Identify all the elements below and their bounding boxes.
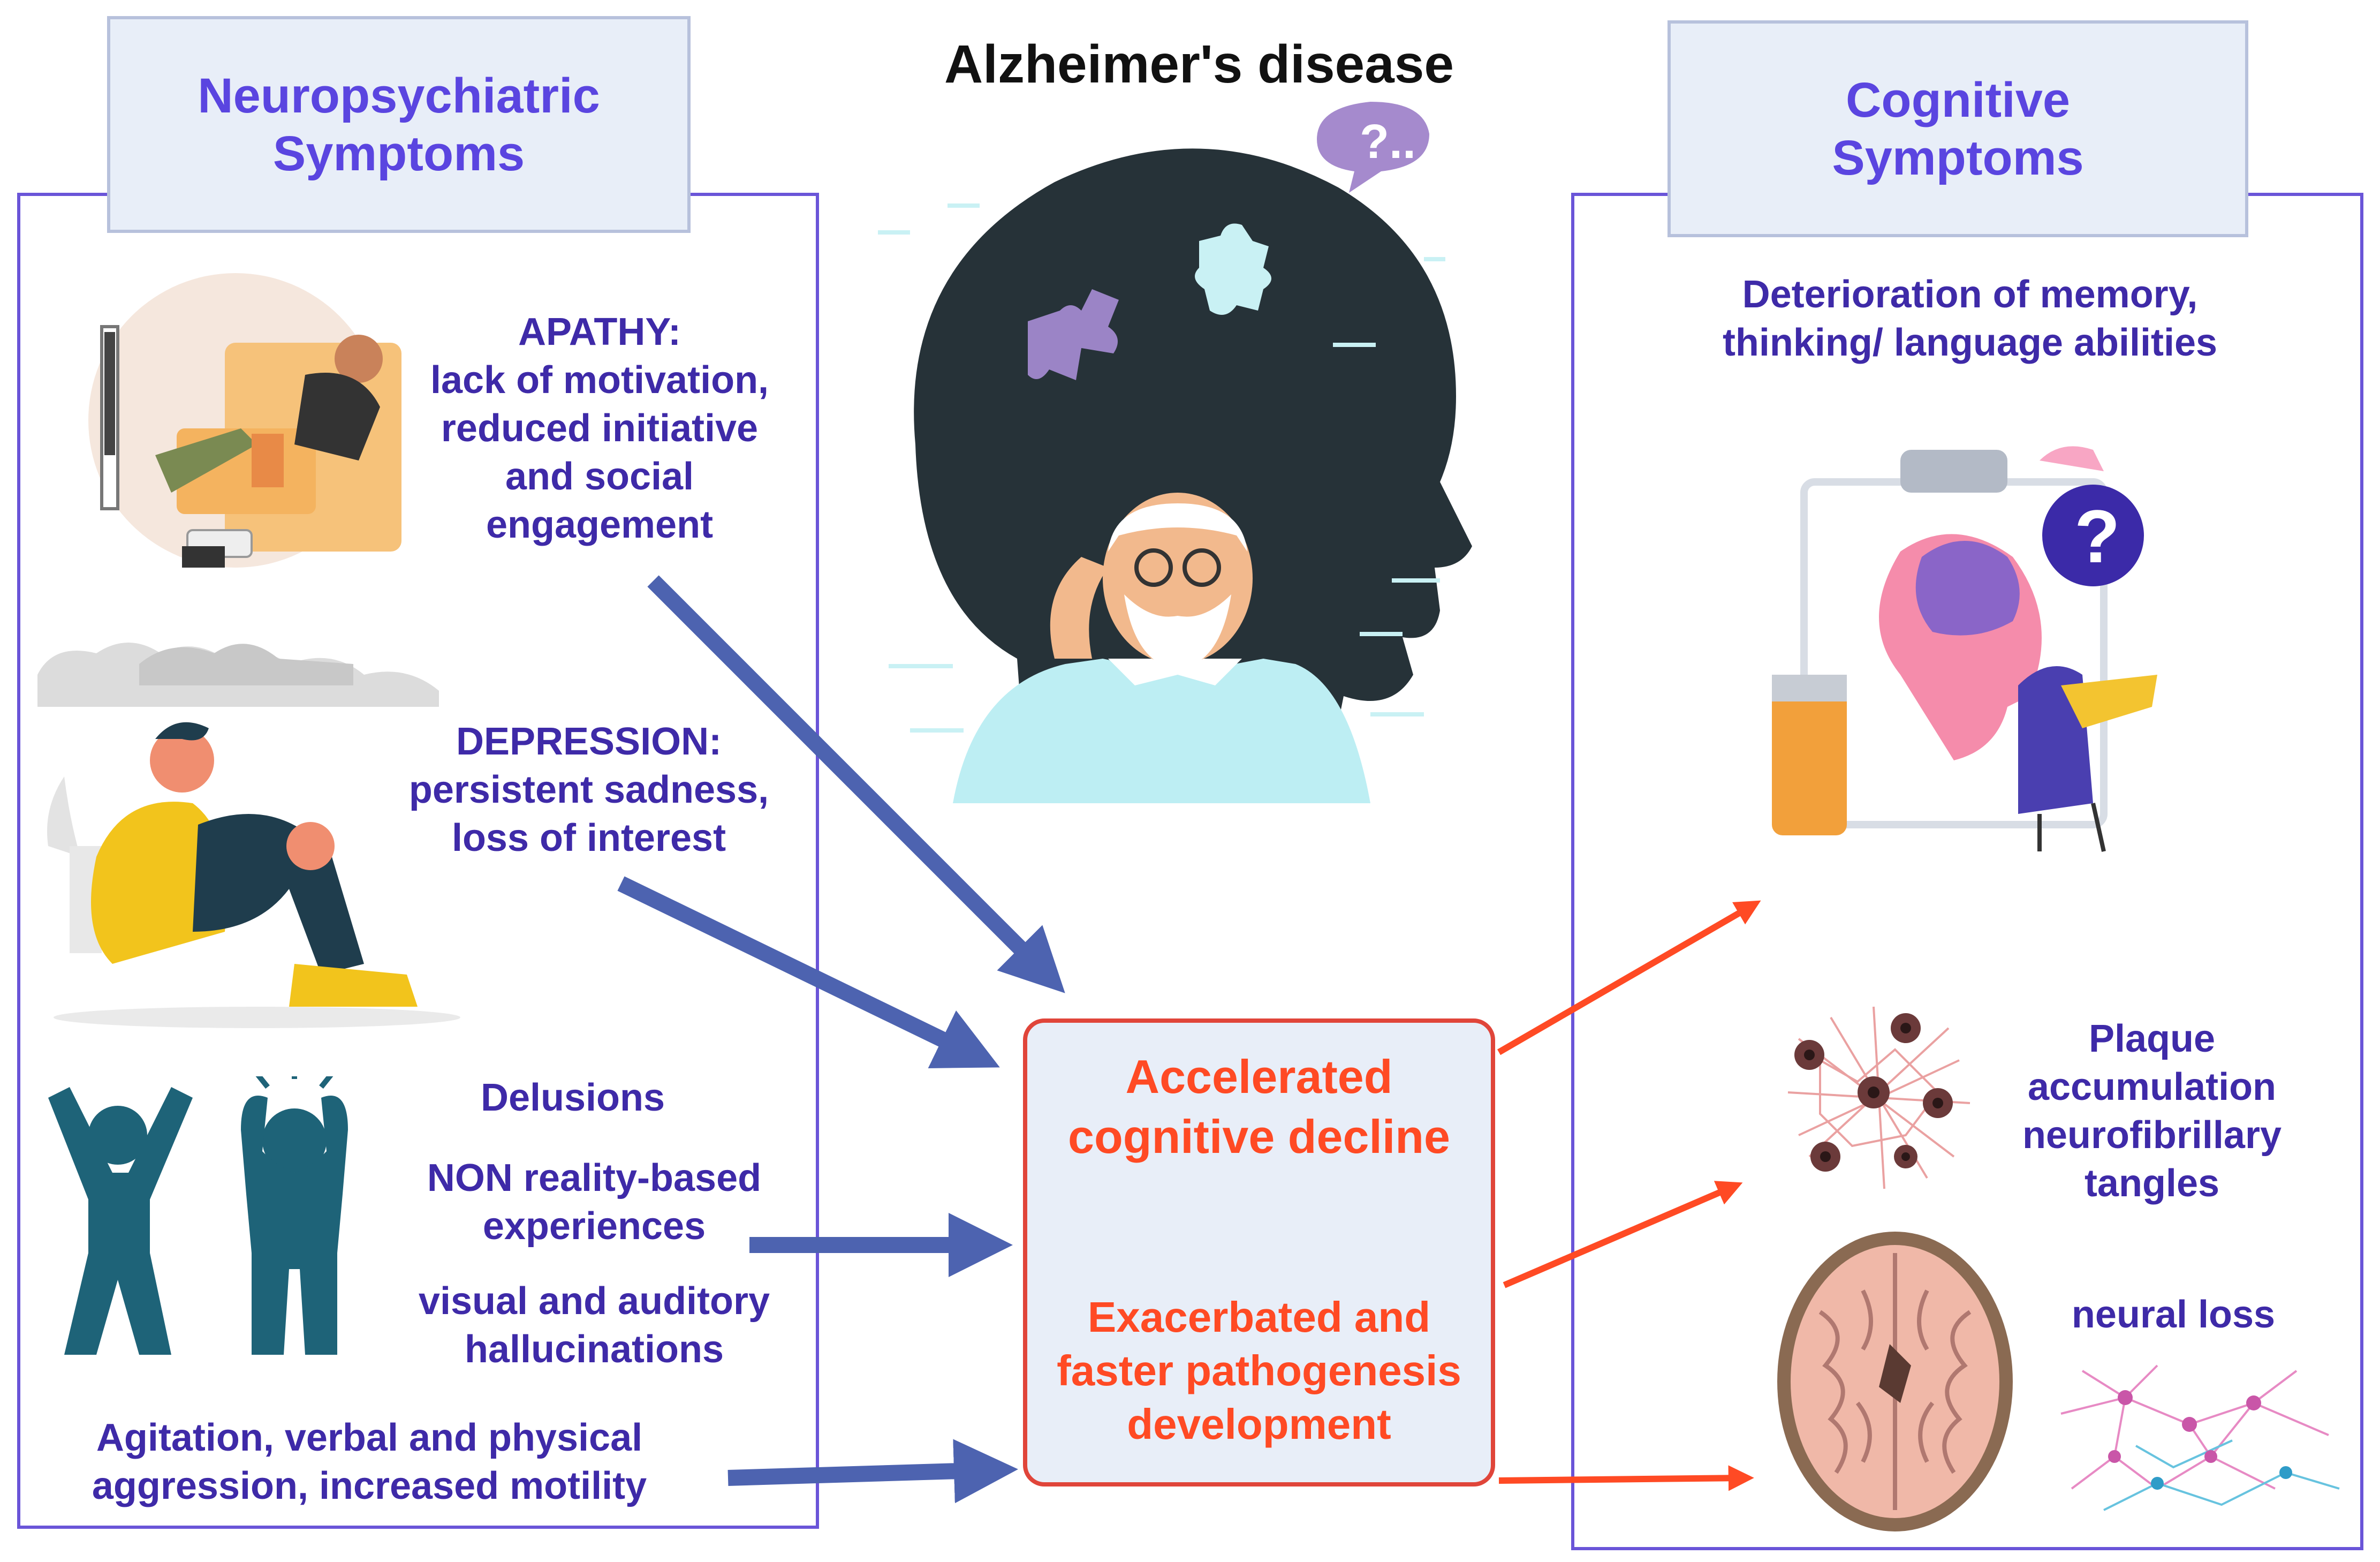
agitation-text: Agitation, verbal and physical aggressio… (54, 1414, 685, 1510)
cognitive-decline-box (1023, 1018, 1495, 1486)
alzheimers-head-illustration: ?.. (878, 102, 1472, 803)
apathy-line-2: reduced initiative (441, 407, 759, 450)
plaque-line-2: accumulation (2027, 1066, 2277, 1108)
depression-line-2: loss of interest (451, 817, 726, 859)
deterioration-line-1: Deterioration of memory, (1742, 273, 2198, 316)
apathy-line-1: lack of motivation, (430, 359, 769, 402)
plaque-text: Plaque accumulation neurofibrillary tang… (1970, 1015, 2334, 1208)
hallucinations-text: visual and auditory hallucinations (396, 1277, 792, 1374)
depression-illustration (37, 643, 460, 1028)
cognitive-header-line-1: Cognitive (1845, 72, 2071, 127)
apathy-text: APATHY: lack of motivation, reduced init… (418, 308, 782, 549)
pathogenesis-line-3: development (1127, 1400, 1391, 1448)
neural-loss-label: neural loss (2071, 1293, 2276, 1336)
pathogenesis-text: Exacerbated and faster pathogenesis deve… (1023, 1291, 1495, 1451)
delusions-label: Delusions (480, 1076, 665, 1119)
plaque-line-1: Plaque (2088, 1017, 2216, 1060)
deterioration-text: Deterioration of memory, thinking/ langu… (1654, 270, 2286, 367)
depression-label: DEPRESSION: (456, 720, 722, 763)
header-line-2: Symptoms (272, 126, 525, 181)
hallucinations-line-2: hallucinations (464, 1328, 724, 1371)
cognitive-header: Cognitive Symptoms (1667, 20, 2248, 237)
deterioration-line-2: thinking/ language abilities (1722, 321, 2218, 364)
neurons-illustration (2060, 1364, 2340, 1511)
plaque-line-4: tangles (2084, 1162, 2220, 1205)
non-reality-line-1: NON reality-based (427, 1157, 762, 1199)
header-line-1: Neuropsychiatric (198, 68, 600, 123)
thought-bubble-text: ?.. (1360, 115, 1416, 169)
decline-line-1: Accelerated (1125, 1050, 1393, 1103)
pathogenesis-line-1: Exacerbated and (1087, 1293, 1431, 1341)
decline-line-2: cognitive decline (1068, 1110, 1450, 1163)
memory-loss-illustration: ? (1772, 446, 2157, 852)
arrow-agitation (727, 1439, 1018, 1504)
hallucinations-line-1: visual and auditory (418, 1280, 770, 1323)
non-reality-line-2: experiences (482, 1205, 706, 1248)
depression-line-1: persistent sadness, (408, 768, 769, 811)
arrow-to-plaque (1503, 1181, 1743, 1288)
non-reality-text: NON reality-based experiences (396, 1154, 792, 1250)
brain-slice-illustration (1777, 1232, 2013, 1531)
plaque-line-3: neurofibrillary (2022, 1114, 2282, 1157)
arrow-apathy (647, 575, 1065, 993)
plaque-illustration (1787, 1006, 1970, 1189)
apathy-line-3: and social (505, 455, 694, 498)
apathy-illustration (88, 273, 401, 568)
agitation-figures-illustration (48, 1076, 348, 1355)
agitation-line-1: Agitation, verbal and physical (96, 1416, 643, 1459)
apathy-label: APATHY: (518, 311, 681, 353)
page-title: Alzheimer's disease (944, 34, 1454, 94)
depression-text: DEPRESSION: persistent sadness, loss of … (385, 718, 792, 862)
arrow-to-cognitive (1497, 900, 1761, 1055)
arrow-depression (617, 876, 1000, 1068)
apathy-line-4: engagement (486, 503, 714, 546)
pathogenesis-line-2: faster pathogenesis (1057, 1347, 1461, 1394)
neuropsychiatric-header: Neuropsychiatric Symptoms (107, 16, 691, 233)
decline-text: Accelerated cognitive decline (1023, 1047, 1495, 1167)
cognitive-header-line-2: Symptoms (1832, 130, 2084, 185)
agitation-line-2: aggression, increased motility (92, 1465, 647, 1507)
arrow-to-brain (1498, 1465, 1754, 1491)
question-mark-icon: ? (2074, 494, 2120, 578)
